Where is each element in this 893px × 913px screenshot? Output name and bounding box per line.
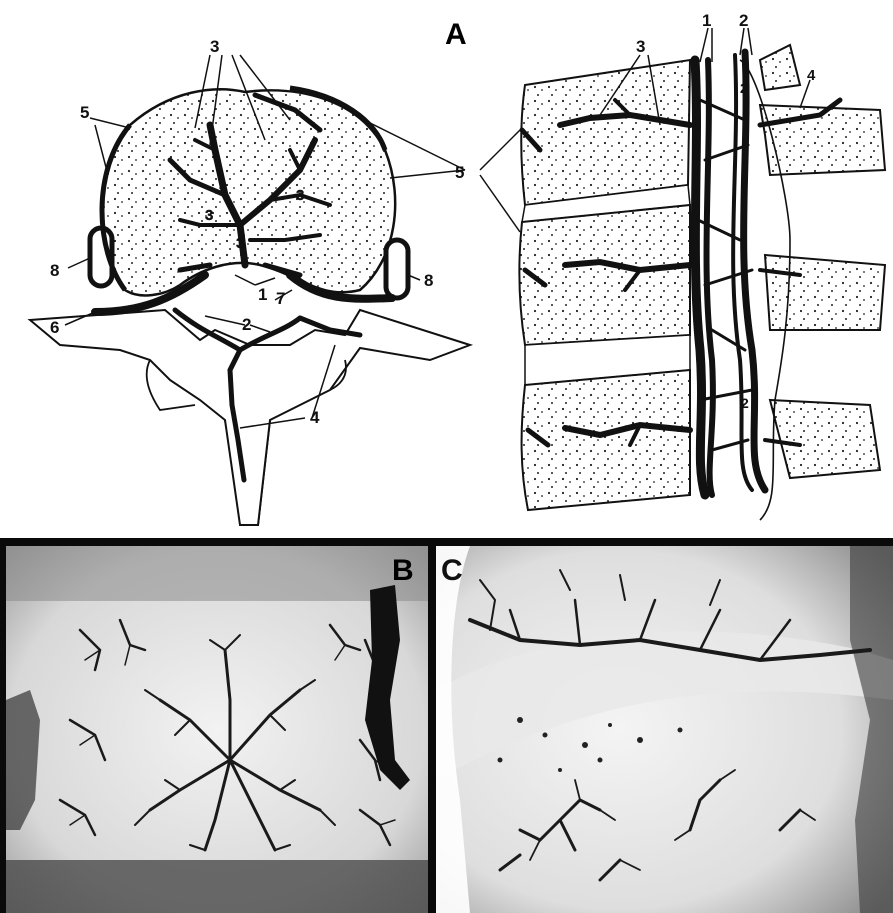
label-3-sagittal: 3 — [636, 37, 645, 56]
label-5-axial: 5 — [80, 103, 89, 122]
label-6: 6 — [50, 318, 59, 337]
internal-venous-plexus — [695, 52, 765, 495]
foramen-right — [386, 240, 408, 298]
panel-c-letter: C — [441, 554, 463, 587]
radiograph-b-lower-band — [6, 860, 428, 913]
spinous-process — [225, 420, 270, 525]
radiograph-b-upper-band — [6, 546, 428, 601]
label-2-sagittal-top: 2 — [739, 11, 748, 30]
label-4-sagittal: 4 — [807, 67, 816, 84]
label-5-shared: 5 — [455, 163, 464, 182]
spinous-process-3 — [770, 400, 880, 478]
label-7: 7 — [276, 289, 285, 308]
label-4-axial: 4 — [310, 408, 320, 427]
vertebral-body-3 — [522, 370, 690, 510]
label-3-axial-center: 3 — [236, 235, 244, 252]
label-1-axial: 1 — [258, 285, 267, 304]
frame-left — [0, 538, 6, 913]
vertebral-body-2 — [519, 205, 690, 345]
radiograph-b-background — [6, 546, 428, 913]
label-2-axial: 2 — [242, 315, 251, 334]
lower-frame-top — [0, 538, 893, 546]
panel-a: A — [30, 11, 885, 525]
axial-vertebra-diagram: 3 3 3 3 5 5 8 8 1 7 6 2 4 — [30, 37, 470, 525]
vertebral-body-axial — [102, 89, 395, 295]
label-8-right: 8 — [424, 271, 433, 290]
label-2-sagittal-low: 2 — [741, 395, 749, 411]
panel-b: B — [6, 546, 428, 913]
label-2-sagittal-mid: 2 — [740, 80, 748, 96]
vertebral-body-1 — [521, 60, 690, 205]
label-3-axial-mid: 3 — [205, 207, 213, 224]
label-3-axial-top: 3 — [210, 37, 219, 56]
panel-a-letter: A — [445, 18, 467, 51]
label-1-sagittal: 1 — [702, 11, 711, 30]
panel-b-letter: B — [392, 554, 414, 587]
spinous-process-2 — [765, 255, 885, 330]
frame-divider — [428, 538, 436, 913]
label-8-left: 8 — [50, 261, 59, 280]
sagittal-spine-diagram: 3 1 2 2 2 4 — [480, 11, 885, 520]
label-3-axial-right: 3 — [296, 187, 304, 204]
panel-c: C — [436, 546, 893, 913]
